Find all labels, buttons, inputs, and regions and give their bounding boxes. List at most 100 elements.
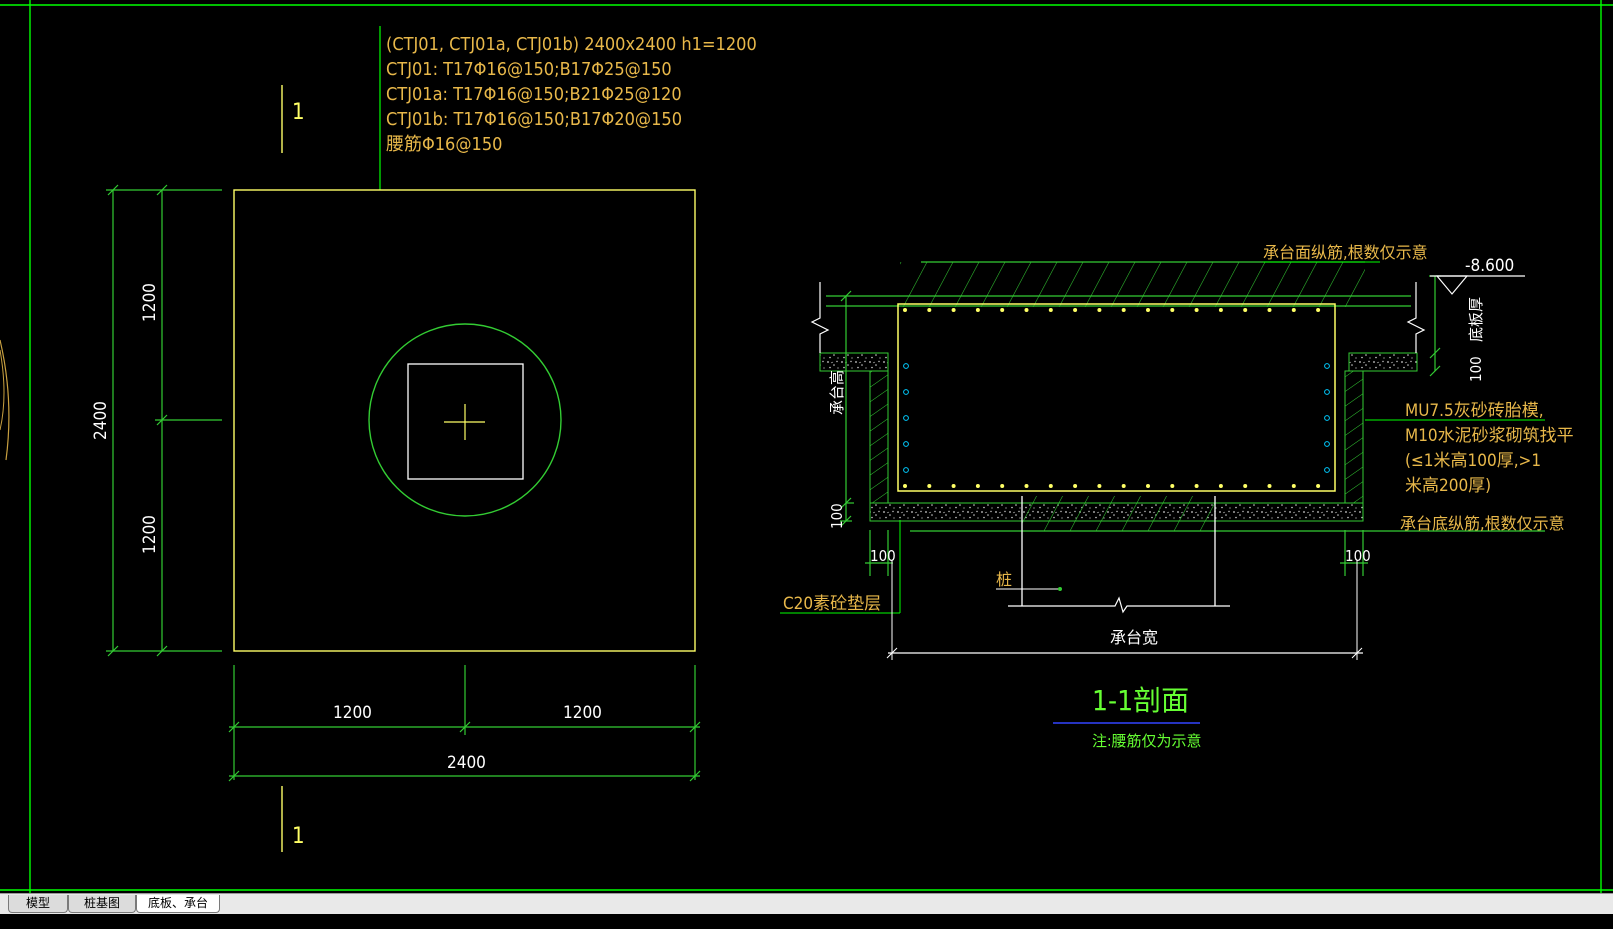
top-rebar-dot xyxy=(927,308,932,312)
top-rebar-dot xyxy=(1121,308,1126,312)
svg-text:1200: 1200 xyxy=(333,703,372,723)
section-right-dims xyxy=(1340,275,1441,576)
top-rebar-dot xyxy=(1267,308,1272,312)
section-annotations: 承台面纵筋,根数仅示意 MU7.5灰砂砖胎模, M10水泥砂浆砌筑找平 (≤1米… xyxy=(780,243,1574,660)
top-rebar-dot xyxy=(951,308,956,312)
brick-note-4: 米高200厚) xyxy=(1405,476,1491,496)
partial-circle-edge-2 xyxy=(0,349,5,431)
plan-label-block: (CTJ01, CTJ01a, CTJ01b) 2400x2400 h1=120… xyxy=(386,34,757,155)
bottom-rebar-dot xyxy=(1267,484,1272,488)
elevation-label: -8.600 xyxy=(1465,256,1514,276)
waist-rebar-dot xyxy=(903,363,909,369)
cap-width-label: 承台宽 xyxy=(1110,628,1158,647)
bottom-rebar-dot xyxy=(1291,484,1296,488)
svg-text:100: 100 xyxy=(1467,356,1485,382)
brick-note-1: MU7.5灰砂砖胎模, xyxy=(1405,401,1544,421)
bottom-rebar-dot xyxy=(1146,484,1150,488)
top-rebar-dot xyxy=(1146,308,1150,312)
section-left-dims xyxy=(840,290,893,576)
plan-left-dim-text: 2400 1200 1200 xyxy=(91,283,160,554)
partial-circle-edge xyxy=(0,339,10,461)
bottom-rebar-dot xyxy=(927,484,932,488)
pile-circle[interactable] xyxy=(368,323,562,517)
top-rebar-dot xyxy=(1243,308,1248,312)
slab-thickness-label: 底板厚 xyxy=(1467,297,1485,342)
rebar-ctj01a-label: CTJ01a: T17Φ16@150;B21Φ25@120 xyxy=(386,84,682,105)
top-rebar-dot xyxy=(1170,308,1175,312)
plan-left-dimensions xyxy=(106,184,222,657)
waist-rebar-dot xyxy=(903,467,909,473)
waist-rebar-dot xyxy=(1324,467,1330,473)
pile-cap-outline[interactable] xyxy=(233,189,696,652)
bottom-rebar-dot xyxy=(1170,484,1175,488)
bottom-rebar-dot xyxy=(1316,484,1321,488)
rebar-dots xyxy=(903,308,1330,488)
top-rebar-dot xyxy=(903,308,907,312)
section-title-text: 1-1剖面 xyxy=(1092,684,1189,717)
column-square[interactable] xyxy=(407,363,524,480)
rebar-ctj01b-label: CTJ01b: T17Φ16@150;B17Φ20@150 xyxy=(386,109,682,130)
section-mark-top[interactable]: 1 xyxy=(281,85,305,153)
top-rebar-dot xyxy=(1194,308,1199,312)
pile-label: 桩 xyxy=(996,570,1012,589)
top-rebar-dot xyxy=(1024,308,1029,312)
bottom-rebar-dot xyxy=(1073,484,1078,488)
top-rebar-dot xyxy=(1316,308,1321,312)
top-rebar-dot xyxy=(1048,308,1053,312)
elevation-marker[interactable]: -8.600 xyxy=(1430,256,1525,295)
svg-text:1200: 1200 xyxy=(563,703,602,723)
cap-height-label: 承台高 xyxy=(828,370,846,415)
svg-text:1200: 1200 xyxy=(140,283,160,322)
section-title: 1-1剖面 注:腰筋仅为示意 xyxy=(1053,684,1202,750)
top-rebar-note: 承台面纵筋,根数仅示意 xyxy=(1263,243,1428,262)
plan-bottom-dimensions xyxy=(228,665,701,782)
top-rebar-dot xyxy=(975,308,980,312)
pile-cap-plan[interactable] xyxy=(233,26,696,652)
svg-text:2400: 2400 xyxy=(447,753,486,773)
bottom-rebar-dot xyxy=(1000,484,1005,488)
waist-rebar-dot xyxy=(1324,363,1330,369)
top-rebar-dot xyxy=(1073,308,1078,312)
svg-text:1: 1 xyxy=(292,824,305,849)
bottom-rebar-note: 承台底纵筋,根数仅示意 xyxy=(1400,514,1565,533)
svg-text:1: 1 xyxy=(292,100,305,125)
bottom-rebar-dot xyxy=(975,484,980,488)
bottom-rebar-dot xyxy=(1218,484,1223,488)
section-right-dim-text: 底板厚 100 100 xyxy=(1345,297,1485,565)
cushion-label: C20素砼垫层 xyxy=(783,594,881,614)
brick-note-3: (≤1米高100厚,>1 xyxy=(1405,451,1541,471)
rebar-ctj01-label: CTJ01: T17Φ16@150;B17Φ25@150 xyxy=(386,59,672,80)
bottom-rebar-dot xyxy=(1243,484,1248,488)
section-mark-bottom[interactable]: 1 xyxy=(281,786,305,852)
svg-text:100: 100 xyxy=(870,547,896,565)
waist-rebar-dot xyxy=(903,389,909,395)
cap-type-label: (CTJ01, CTJ01a, CTJ01b) 2400x2400 h1=120… xyxy=(386,34,757,55)
sheet-frame xyxy=(0,0,1613,893)
top-rebar-dot xyxy=(1291,308,1296,312)
tab-model[interactable]: 模型 xyxy=(8,895,68,913)
bottom-rebar-dot xyxy=(1048,484,1053,488)
svg-text:100: 100 xyxy=(828,503,846,529)
cap-rebar-cage[interactable] xyxy=(897,303,1336,492)
section-note: 注:腰筋仅为示意 xyxy=(1092,732,1202,750)
section-left-dim-text: 承台高 100 100 xyxy=(828,370,896,565)
top-rebar-dot xyxy=(1000,308,1005,312)
bottom-rebar-dot xyxy=(951,484,956,488)
tab-slab-cap[interactable]: 底板、承台图 xyxy=(136,895,220,927)
waist-rebar-dot xyxy=(1324,415,1330,421)
layout-tab-bar: 模型 桩基图 底板、承台图 xyxy=(0,893,1613,927)
bottom-rebar-dot xyxy=(1121,484,1126,488)
waist-rebar-dot xyxy=(903,441,909,447)
tab-pile-foundation[interactable]: 桩基图 xyxy=(68,895,136,913)
break-lines xyxy=(810,282,1426,353)
waist-rebar-label: 腰筋Φ16@150 xyxy=(386,134,502,155)
svg-text:2400: 2400 xyxy=(91,401,111,440)
waist-rebar-dot xyxy=(903,415,909,421)
bottom-rebar-dot xyxy=(1194,484,1199,488)
waist-rebar-dot xyxy=(1324,389,1330,395)
waist-rebar-dot xyxy=(1324,441,1330,447)
cad-drawing-canvas[interactable]: (CTJ01, CTJ01a, CTJ01b) 2400x2400 h1=120… xyxy=(0,0,1613,893)
bottom-rebar-dot xyxy=(903,484,907,488)
svg-text:1200: 1200 xyxy=(140,515,160,554)
top-rebar-dot xyxy=(1097,308,1102,312)
